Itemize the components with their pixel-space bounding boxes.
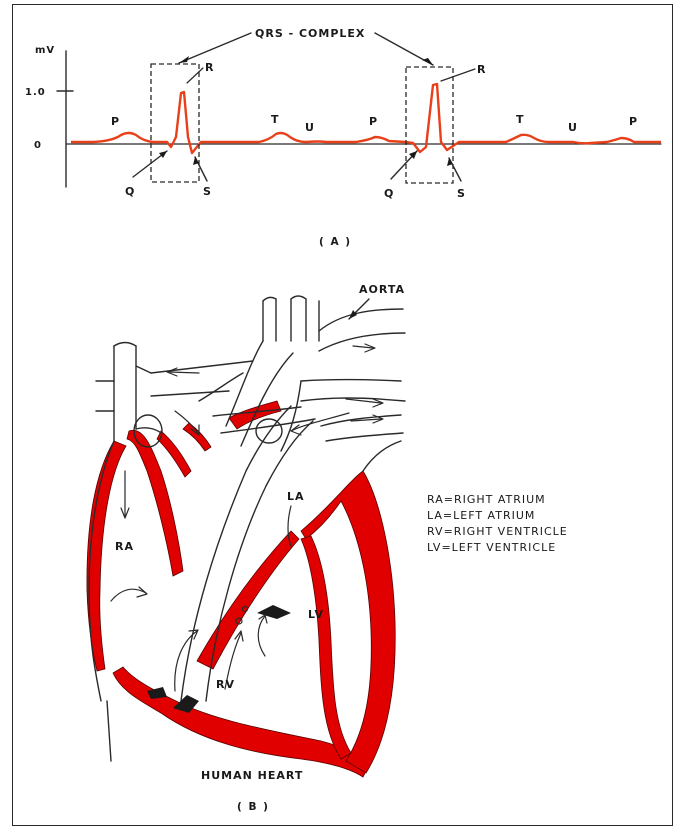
- qrs-box-1: [151, 64, 199, 182]
- la-label: LA: [287, 490, 305, 503]
- qrs-arrow-1: [179, 33, 251, 63]
- wave-label-r2: R: [477, 63, 486, 76]
- left-ventricle-wall: [301, 471, 395, 773]
- figure-canvas: mV 1.0 0 QRS - COMPLEX P R T U P R T U P…: [13, 5, 674, 827]
- wave-label-s1: S: [203, 185, 212, 198]
- wave-label-q1: Q: [125, 185, 135, 198]
- r1-pointer: [187, 68, 203, 83]
- aortic-arch: [226, 296, 405, 446]
- ecg-y-unit: mV: [35, 45, 55, 56]
- wave-label-u2: U: [568, 121, 578, 134]
- ecg-y-tick-0-label: 0: [34, 140, 42, 151]
- lv-label: LV: [308, 608, 324, 621]
- heart-title: HUMAN HEART: [201, 769, 303, 782]
- wave-label-t1: T: [271, 113, 280, 126]
- ecg-caption: ( A ): [319, 236, 352, 248]
- right-atrium-wall: [87, 441, 126, 671]
- r2-pointer: [441, 69, 475, 81]
- rv-label: RV: [216, 678, 235, 691]
- legend-lv: LV=LEFT VENTRICLE: [427, 541, 556, 554]
- figure-frame: mV 1.0 0 QRS - COMPLEX P R T U P R T U P…: [12, 4, 673, 826]
- ecg-y-tick-1-label: 1.0: [25, 87, 46, 98]
- wave-label-u1: U: [305, 121, 315, 134]
- aorta-label: AORTA: [359, 283, 405, 296]
- superior-vena-cava: [96, 343, 151, 442]
- heart-caption: ( B ): [237, 801, 269, 813]
- wave-label-r1: R: [205, 61, 214, 74]
- interventricular-septum: [197, 531, 299, 669]
- wave-label-p2: P: [369, 115, 378, 128]
- ecg-trace: [71, 84, 661, 153]
- ra-label: RA: [115, 540, 134, 553]
- wave-label-t2: T: [516, 113, 525, 126]
- wave-label-p1: P: [111, 115, 120, 128]
- la-vessel-opening: [256, 419, 282, 443]
- qrs-arrowhead-1: [179, 56, 189, 63]
- legend-rv: RV=RIGHT VENTRICLE: [427, 525, 568, 538]
- qrs-complex-label: QRS - COMPLEX: [255, 27, 365, 40]
- wave-label-q2: Q: [384, 187, 394, 200]
- heart-panel: AORTA RA LA RV LV RA=RIGHT ATRIUM LA=LEF…: [87, 283, 568, 813]
- ecg-panel: mV 1.0 0 QRS - COMPLEX P R T U P R T U P…: [25, 27, 661, 248]
- atrial-septum-wall: [157, 431, 191, 477]
- pulmonary-vein-wall: [183, 423, 211, 451]
- lv-base-wall: [301, 536, 351, 759]
- wave-label-s2: S: [457, 187, 466, 200]
- wave-label-p3: P: [629, 115, 638, 128]
- legend-ra: RA=RIGHT ATRIUM: [427, 493, 546, 506]
- legend-la: LA=LEFT ATRIUM: [427, 509, 535, 522]
- heart-legend: RA=RIGHT ATRIUM LA=LEFT ATRIUM RV=RIGHT …: [427, 493, 568, 554]
